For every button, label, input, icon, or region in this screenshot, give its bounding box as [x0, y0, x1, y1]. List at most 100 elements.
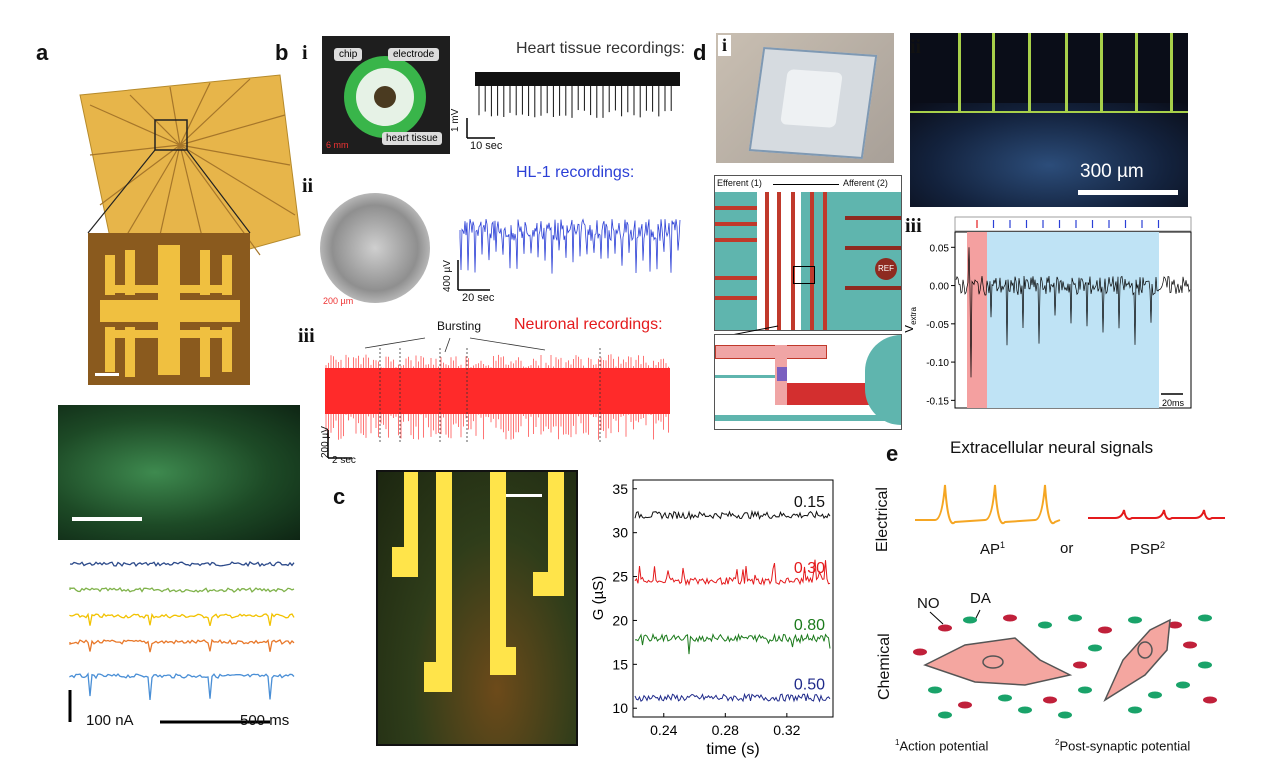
da-molecule [928, 686, 942, 694]
da-molecule [1148, 691, 1162, 699]
panel-d-ii-label: ii [910, 36, 922, 58]
da-molecule [963, 616, 977, 624]
series-label: 0.30 [794, 560, 825, 577]
b-i-scale-t: 10 sec [470, 140, 503, 152]
da-molecule [1078, 686, 1092, 694]
fluorescence-image [58, 405, 300, 540]
mea-layout-diagram: Efferent (1) Afferent (2) REF [714, 175, 902, 331]
hl1-trace [457, 218, 681, 291]
e-title: Extracellular neural signals [950, 438, 1154, 457]
series-label: 0.15 [794, 494, 825, 511]
panel-b-ii-label: ii [302, 175, 314, 197]
ap-label: AP1 [980, 540, 1006, 558]
no-molecule [1098, 626, 1112, 634]
b-ii-scale-v: 400 µV [442, 260, 453, 292]
neuronal-title: Neuronal recordings: [514, 316, 663, 333]
neuron-immunostain-image: 300 µm [910, 33, 1188, 207]
da-molecule [938, 711, 952, 719]
no-molecule [958, 701, 972, 709]
neuronal-trace [325, 337, 670, 459]
da-molecule [1128, 706, 1142, 714]
panel-a-label: a [36, 40, 49, 65]
no-molecule [1183, 641, 1197, 649]
panel-d-label: d [693, 40, 707, 65]
panel-e-label: e [886, 441, 899, 466]
neuronal-spikes [325, 354, 669, 440]
electrode-tag: electrode [388, 48, 440, 61]
footnote-1: 1Action potential [895, 738, 989, 754]
no-molecule [1073, 661, 1087, 669]
no-molecule [913, 648, 927, 656]
no-molecule [1043, 696, 1057, 704]
y-tick-label: 35 [612, 481, 628, 497]
photo-scale-label: 6 mm [326, 140, 349, 150]
y-tick-label: 0.05 [930, 243, 950, 254]
ref-electrode: REF [875, 258, 897, 280]
b-ii-photo-scale: 200 µm [323, 296, 354, 306]
a-scale-time: 500 ms [240, 712, 290, 729]
zoom-lines [715, 325, 779, 339]
no-molecule [1003, 614, 1017, 622]
b-i-scale-v: 1 mV [450, 108, 461, 132]
scale-bar [506, 494, 542, 497]
y-tick-label: 0.00 [930, 282, 950, 293]
current-trace [69, 561, 295, 568]
da-molecule [1058, 711, 1072, 719]
d-ii-scale-label: 300 µm [1080, 161, 1144, 182]
y-tick-label: 30 [612, 525, 628, 541]
chemical-signals [913, 609, 1217, 719]
da-molecule [1128, 616, 1142, 624]
footnote-2: 2Post-synaptic potential [1055, 738, 1191, 754]
panel-a-chip-figure [79, 74, 301, 385]
da-label: DA [970, 590, 991, 607]
heart-tissue-title: Heart tissue recordings: [516, 40, 685, 57]
panel-d-i-label: i [718, 35, 732, 56]
y-tick-label: 25 [612, 569, 628, 585]
panel-b-label: b [275, 40, 289, 65]
scale-bar [1078, 190, 1178, 195]
da-molecule [1088, 644, 1102, 652]
plot-frame [632, 479, 834, 718]
heart-tissue-trace [466, 72, 680, 139]
series-line [634, 509, 831, 521]
current-trace [69, 612, 295, 626]
b-iii-scale-v: 200 µV [320, 426, 331, 458]
neuron-cell-2 [1103, 618, 1171, 702]
extracellular-chart: 0.050.00-0.05-0.10-0.15 20ms Vextra [905, 216, 1192, 409]
panel-c-label: c [333, 484, 346, 509]
b-iii-scale-t: 2 sec [332, 455, 356, 466]
a-scale-current: 100 nA [86, 712, 134, 729]
panel-d-iii-label: iii [905, 215, 922, 237]
hl1-title: HL-1 recordings: [516, 164, 635, 181]
stimulus-region [967, 232, 987, 408]
hl1-signal [459, 218, 681, 274]
extracellular-trace [955, 247, 1191, 378]
da-molecule [998, 694, 1012, 702]
flex-chip [79, 74, 301, 286]
hl1-micrograph [320, 193, 430, 303]
y-tick-label: 20 [612, 612, 628, 628]
panel-a-current-traces [68, 561, 295, 724]
analysis-window [987, 232, 1159, 408]
d-iii-scale-t: 20ms [1162, 398, 1185, 408]
zoom-box [154, 119, 188, 151]
electrical-signals [915, 484, 1225, 525]
current-trace [69, 638, 295, 653]
heart-chip-photo: chip electrode heart tissue 6 mm [322, 36, 450, 154]
or-label: or [1060, 540, 1074, 557]
panel-b-i-label: i [302, 42, 308, 64]
series-label: 0.50 [794, 677, 825, 694]
electrical-label: Electrical [874, 487, 891, 552]
chip-tag: chip [334, 48, 363, 61]
y-axis-label: G (µS) [590, 576, 607, 620]
scale-bar [95, 373, 119, 376]
current-trace [69, 672, 295, 700]
psp-label: PSP2 [1130, 540, 1166, 558]
neuronal-signal-band [325, 368, 670, 414]
neuron-electrode-image [376, 470, 578, 746]
efferent-label: Efferent (1) [717, 178, 762, 188]
x-tick-label: 0.24 [650, 722, 677, 738]
heart-tissue-tag: heart tissue [382, 132, 442, 145]
da-molecule [1038, 621, 1052, 629]
